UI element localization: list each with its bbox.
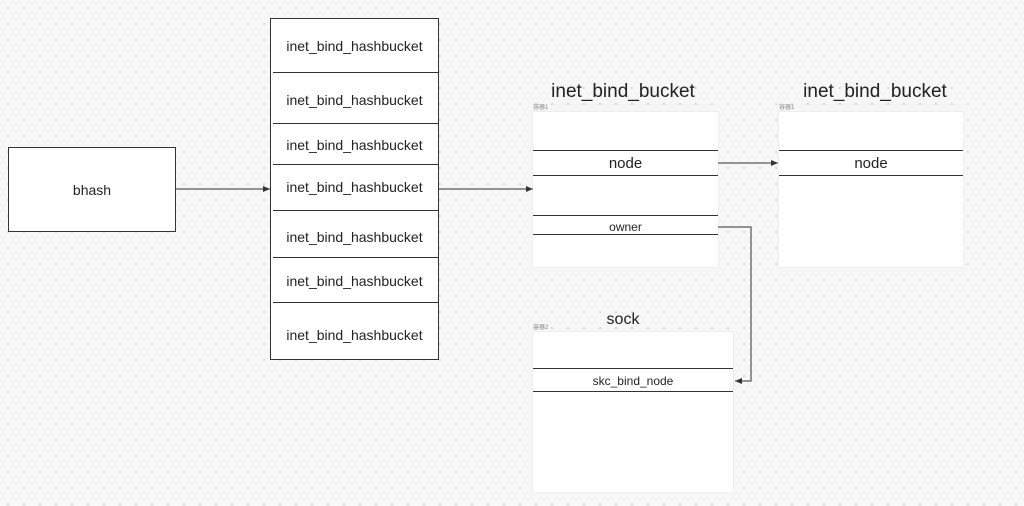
owner-to-sock-arrow	[718, 226, 752, 384]
hashbucket-row: inet_bind_hashbucket	[286, 229, 423, 245]
hashbucket-table[interactable]: inet_bind_hashbucket inet_bind_hashbucke…	[270, 18, 439, 360]
field-divider	[779, 175, 963, 176]
bucket1-container[interactable]: node owner	[533, 112, 718, 267]
sock-title: sock	[606, 311, 640, 328]
field-divider	[779, 150, 963, 151]
row-divider	[273, 302, 438, 303]
sock-field-label: skc_bind_node	[592, 374, 674, 388]
bucket1-owner-label: owner	[609, 220, 642, 234]
bhash-box[interactable]: bhash	[8, 147, 176, 232]
hashbucket-row: inet_bind_hashbucket	[286, 38, 423, 54]
bucket1-node-label: node	[608, 155, 643, 172]
row-divider	[273, 123, 438, 124]
field-divider	[533, 175, 718, 176]
field-divider	[533, 234, 718, 235]
field-divider	[533, 391, 733, 392]
row-divider	[273, 164, 438, 165]
hashbucket-row: inet_bind_hashbucket	[286, 92, 423, 108]
bucket1-title: inet_bind_bucket	[551, 81, 695, 102]
sock-tag: 容器2	[533, 325, 549, 331]
bucket2-title: inet_bind_bucket	[803, 81, 947, 102]
field-divider	[533, 215, 718, 216]
bucket1-tag: 容器1	[533, 105, 549, 111]
bucket2-node-label: node	[854, 155, 888, 172]
row-divider	[273, 72, 438, 73]
field-divider	[533, 150, 718, 151]
hashbucket-row: inet_bind_hashbucket	[286, 273, 423, 289]
sock-container[interactable]: skc_bind_node	[533, 332, 733, 492]
field-divider	[533, 368, 733, 369]
bucket2-tag: 容器1	[779, 105, 795, 111]
hashbucket-row: inet_bind_hashbucket	[286, 327, 423, 343]
hashbucket-row: inet_bind_hashbucket	[286, 179, 423, 195]
row-divider	[273, 210, 438, 211]
bhash-label: bhash	[72, 181, 112, 198]
row-divider	[273, 257, 438, 258]
bucket2-container[interactable]: node	[779, 112, 963, 267]
hashbucket-row: inet_bind_hashbucket	[286, 137, 423, 153]
